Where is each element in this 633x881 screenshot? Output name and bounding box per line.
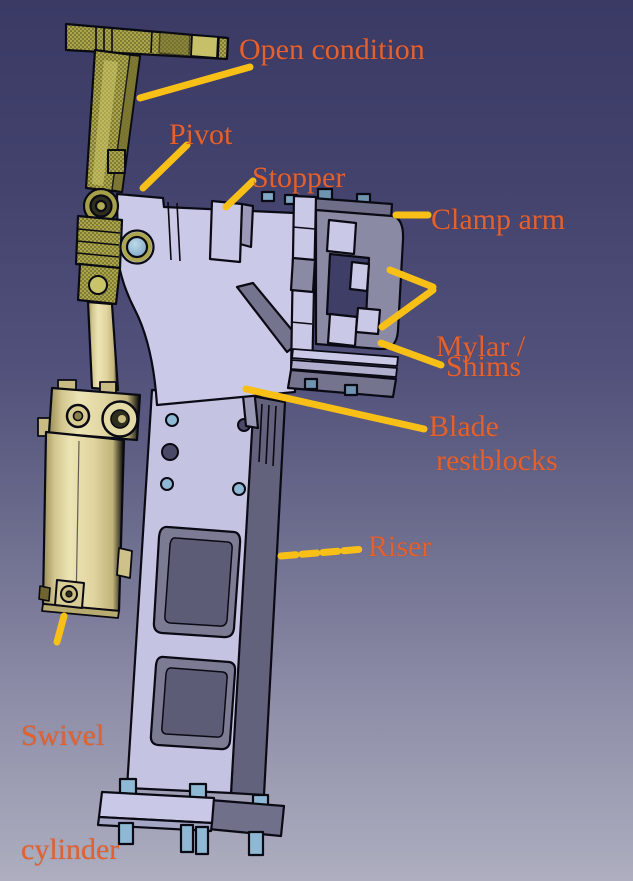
clamp-head-bottom-bar [286,368,398,399]
leader-pivot [139,141,191,192]
label-shims: Shims [446,350,522,383]
label-open-condition: Open condition [239,33,425,66]
open-arm-bar-detail [158,31,191,57]
open-arm-bar-endcap [190,34,219,59]
riser-bolt-hole [161,443,179,461]
actuator-group [37,22,230,619]
pivot-pin-group [119,229,155,265]
cylinder-head-ring-small-inner [72,410,84,422]
label-swivel-line2: cylinder [21,833,120,866]
label-blade: Blade [429,410,499,443]
shim-strip [291,348,399,367]
leader-open-condition [136,63,254,102]
riser-bolt-hole [232,482,246,496]
base-peg [179,823,195,854]
shim-strip [290,359,398,378]
cylinder-bottom-cap [41,603,120,619]
clamp-head-screw [303,377,319,391]
clamp-arm-body-group [115,190,303,407]
open-arm-notch [107,149,126,174]
label-clamp-arm: Clamp arm [431,203,566,236]
clamp-arm-seam [167,201,181,262]
mylar-block [325,218,358,256]
leader-lines [53,63,445,646]
label-stopper: Stopper [252,161,346,194]
pivot-pin-ring [122,232,152,262]
label-riser: Riser [368,530,432,563]
open-arm-vertical-highlight [92,60,118,186]
clamp-arm-screw [260,190,276,203]
mylar-block [354,306,382,336]
base-foot-dark [206,798,286,838]
leader-stopper [222,177,257,211]
base-peg [117,821,135,846]
label-mylar-line2: restblocks [436,444,558,477]
cylinder-bottom-ring-inner [65,590,73,598]
label-swivel-line1: Swivel [21,719,105,752]
base-part [96,777,286,857]
riser-slot-upper-inner [164,537,233,627]
base-peg [247,830,265,857]
leader-mylar-lower [378,286,437,331]
label-mylar-restblocks: Mylar / restblocks [436,252,558,556]
clevis-ridges [76,228,121,258]
clamp-head-screw [343,383,359,397]
piston-rod [86,300,120,392]
leader-blade [242,385,428,433]
restblock-gray [289,256,317,294]
leader-shims [377,339,445,369]
label-mylar-line1: Mylar / [436,330,526,363]
leader-riser [277,545,368,560]
cylinder-head-ring-big-dot [118,415,126,423]
riser-slot-lower-inner [161,667,228,738]
label-swivel-cylinder: Swivel cylinder [21,641,119,881]
cylinder-contour [75,440,80,608]
riser-bolt-hole [160,477,174,491]
clamp-head-group [286,187,405,399]
riser-bolt-hole [165,413,179,427]
pivot-pin [125,235,149,259]
leader-swivel [53,612,68,646]
label-pivot: Pivot [169,118,233,151]
riser-part [125,388,287,797]
mylar-block [326,312,359,348]
riser-side-ridges [258,403,277,467]
base-peg [194,825,210,856]
mylar-block [348,260,371,293]
clevis-lug-hole [88,275,108,295]
pivot-ring-center [94,199,108,213]
open-arm-bar-seams [95,27,220,59]
cylinder-side-tab [116,547,133,579]
leader-mylar-upper [386,266,437,291]
cylinder-left-nub [38,585,51,602]
